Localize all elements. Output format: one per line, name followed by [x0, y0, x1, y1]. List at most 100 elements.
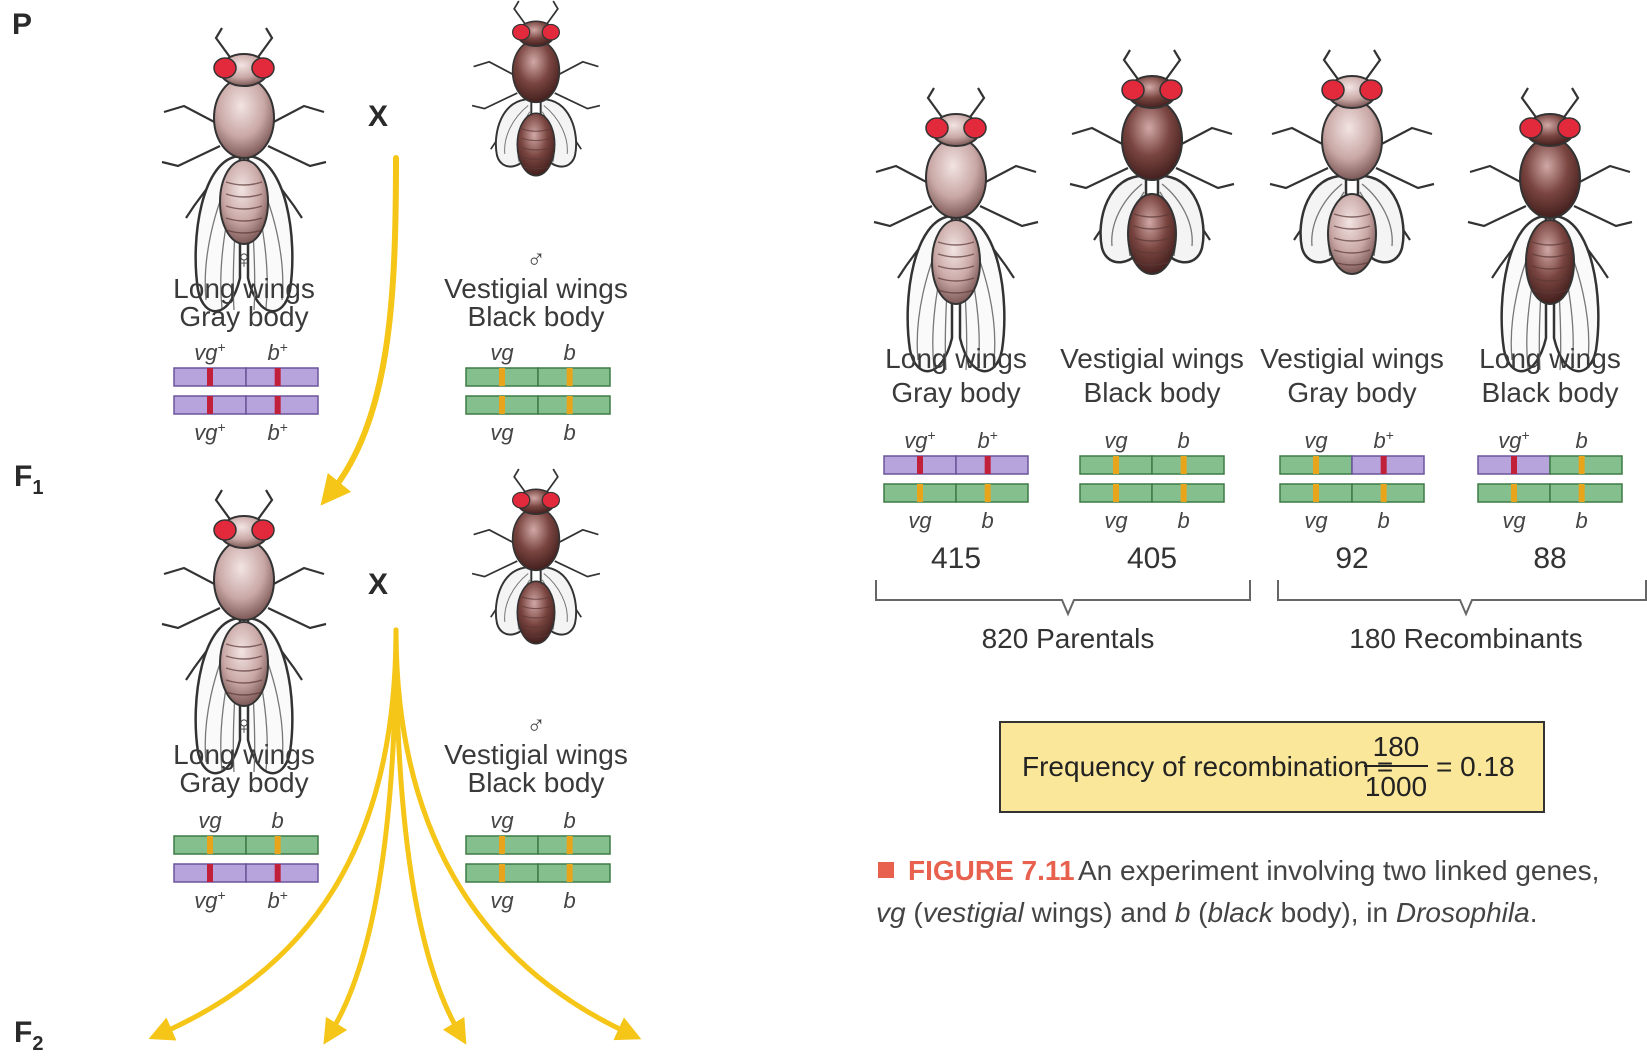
vg-locus-marker [917, 456, 923, 474]
allele-label-vg: vg+ [904, 427, 935, 453]
allele-label-b: b+ [267, 887, 287, 913]
chromosome [1280, 456, 1424, 474]
phenotype-label: Gray body [179, 767, 308, 798]
chromosome-pair: vgbvgb [466, 340, 610, 445]
vg-locus-marker [1313, 484, 1319, 502]
generation-p-label: P [12, 8, 32, 41]
formula-denominator: 1000 [1365, 771, 1427, 802]
allele-label-vg: vg+ [194, 887, 225, 913]
b-locus-marker [275, 864, 281, 882]
female-symbol-p: ♀ [234, 244, 254, 274]
vg-locus-marker [917, 484, 923, 502]
progeny-phenotype-line1: Long wings [1479, 343, 1621, 374]
b-locus-marker [567, 836, 573, 854]
arrow-f2 [396, 630, 460, 1034]
allele-label-vg: vg [1104, 428, 1128, 453]
allele-label-b: b [982, 508, 994, 533]
allele-label-b: b+ [1373, 427, 1393, 453]
vg-locus-marker [207, 864, 213, 882]
caption-line1: An experiment involving two linked genes… [1078, 855, 1599, 886]
progeny-fly [874, 88, 1038, 371]
arrow-p-to-f1 [330, 158, 396, 494]
allele-label-vg: vg [1304, 508, 1328, 533]
allele-label-b: b [1576, 508, 1588, 533]
chromosome [1080, 456, 1224, 474]
allele-label-b: b [1178, 508, 1190, 533]
chromosome [466, 396, 610, 414]
phenotype-label: Black body [468, 767, 605, 798]
b-locus-marker [275, 836, 281, 854]
chromosome [1280, 484, 1424, 502]
chromosome [174, 396, 318, 414]
b-locus-marker [1381, 456, 1387, 474]
allele-label-b: b [564, 808, 576, 833]
allele-label-b: b [1178, 428, 1190, 453]
allele-label-vg: vg [1104, 508, 1128, 533]
chromosome [1478, 456, 1622, 474]
vg-locus-marker [1511, 484, 1517, 502]
recombinants-bracket [1278, 580, 1646, 614]
progeny-fly [1070, 50, 1234, 274]
formula-result: = 0.18 [1436, 751, 1515, 782]
vg-locus-marker [207, 836, 213, 854]
chromosome [174, 836, 318, 854]
recombination-formula: Frequency of recombination = 180 1000 = … [1000, 722, 1544, 812]
progeny-count: 92 [1335, 542, 1368, 575]
progeny-phenotype-line2: Black body [1084, 377, 1221, 408]
b-locus-marker [985, 456, 991, 474]
progeny-count: 405 [1127, 542, 1177, 575]
allele-label-vg: vg [490, 808, 514, 833]
b-locus-marker [567, 368, 573, 386]
chromosome [466, 864, 610, 882]
chromosome [1478, 484, 1622, 502]
allele-label-b: b [272, 808, 284, 833]
cross-symbol-p: X [368, 100, 388, 133]
parentals-bracket [876, 580, 1250, 614]
phenotype-label: Long wings [173, 739, 315, 770]
chromosome [174, 368, 318, 386]
progeny-phenotype-line1: Vestigial wings [1260, 343, 1444, 374]
vg-locus-marker [499, 836, 505, 854]
allele-label-b: b [1378, 508, 1390, 533]
allele-label-vg: vg [198, 808, 222, 833]
chromosome [1080, 484, 1224, 502]
vg-locus-marker [499, 864, 505, 882]
allele-label-vg: vg+ [194, 419, 225, 445]
progeny-phenotype-line1: Long wings [885, 343, 1027, 374]
generation-f1-label: F1 [14, 460, 43, 499]
progeny-phenotype-line2: Gray body [1287, 377, 1416, 408]
group-brackets [876, 580, 1646, 614]
allele-label-vg: vg+ [194, 339, 225, 365]
progeny-count: 415 [931, 542, 981, 575]
fly-vestigial-black-p [472, 1, 600, 176]
allele-label-vg: vg+ [1498, 427, 1529, 453]
chromosome [884, 456, 1028, 474]
progeny-phenotype-line2: Gray body [891, 377, 1020, 408]
phenotype-label: Vestigial wings [444, 273, 628, 304]
chromosome [884, 484, 1028, 502]
chromosome [466, 368, 610, 386]
male-symbol-f1: ♂ [526, 710, 546, 740]
caption-line2: vg (vestigial wings) and b (black body),… [876, 897, 1537, 928]
vg-locus-marker [207, 396, 213, 414]
b-locus-marker [275, 396, 281, 414]
allele-label-vg: vg [490, 888, 514, 913]
chromosome-pair: vg b vg b [1080, 428, 1224, 533]
b-locus-marker [1181, 456, 1187, 474]
progeny-fly [1270, 50, 1434, 274]
allele-label-b: b [564, 888, 576, 913]
b-locus-marker [1181, 484, 1187, 502]
formula-label: Frequency of recombination = [1022, 751, 1393, 782]
progeny-fly [1468, 88, 1632, 371]
allele-label-b: b+ [267, 339, 287, 365]
vg-locus-marker [499, 368, 505, 386]
chromosome-pair: vg+bvgb [1478, 427, 1622, 533]
vg-locus-marker [1511, 456, 1517, 474]
chromosome-pair: vgb+vgb [1280, 427, 1424, 533]
allele-label-b: b [564, 420, 576, 445]
chromosome-pair: vg b vg b [466, 808, 610, 913]
allele-label-vg: vg [490, 420, 514, 445]
chromosome-pair: vg b vg+ b+ [174, 808, 318, 913]
